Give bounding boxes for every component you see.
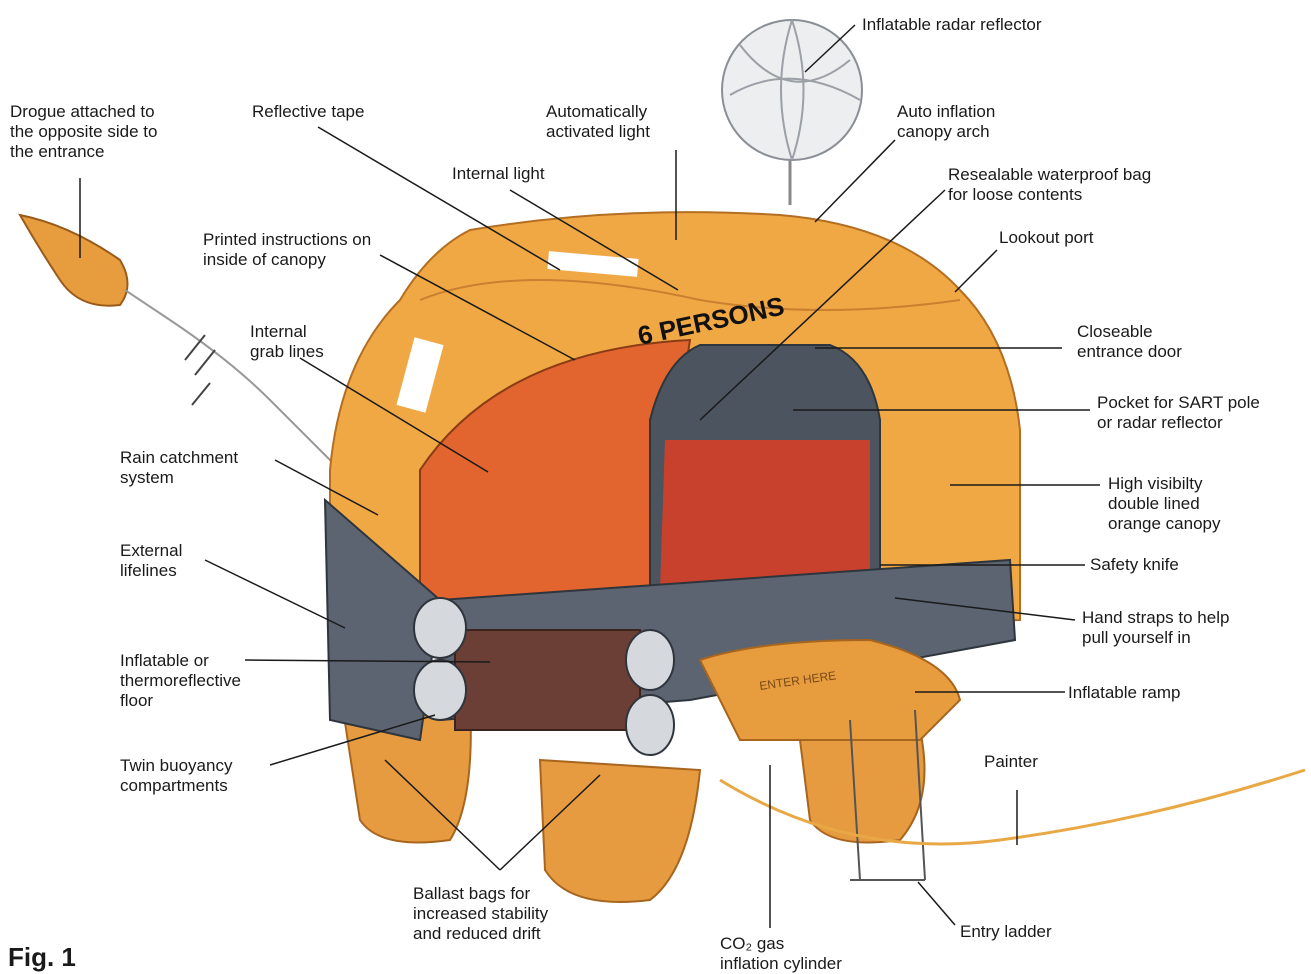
label-floor: Inflatable or thermoreflective floor [120,651,241,711]
label-external-lifelines: External lifelines [120,541,182,581]
radar-reflector-balloon [722,20,862,205]
label-canopy-arch: Auto inflation canopy arch [897,102,995,142]
label-hand-straps: Hand straps to help pull yourself in [1082,608,1229,648]
label-reflective-tape: Reflective tape [252,102,364,122]
label-auto-light: Automatically activated light [546,102,650,142]
label-sart-pocket: Pocket for SART pole or radar reflector [1097,393,1260,433]
label-twin-buoyancy: Twin buoyancy compartments [120,756,232,796]
label-rain-catchment: Rain catchment system [120,448,238,488]
label-safety-knife: Safety knife [1090,555,1179,575]
label-ladder: Entry ladder [960,922,1052,942]
figure-label: Fig. 1 [8,942,76,973]
label-drogue: Drogue attached to the opposite side to … [10,102,157,162]
label-radar-reflector: Inflatable radar reflector [862,15,1042,35]
label-entrance-door: Closeable entrance door [1077,322,1182,362]
label-canopy: High visibilty double lined orange canop… [1108,474,1220,534]
label-co2: CO₂ gas inflation cylinder [720,934,842,974]
label-painter: Painter [984,752,1038,772]
label-lookout-port: Lookout port [999,228,1094,248]
label-instructions: Printed instructions on inside of canopy [203,230,371,270]
label-ramp: Inflatable ramp [1068,683,1180,703]
label-waterproof-bag: Resealable waterproof bag for loose cont… [948,165,1151,205]
label-ballast: Ballast bags for increased stability and… [413,884,548,944]
label-grab-lines: Internal grab lines [250,322,324,362]
label-internal-light: Internal light [452,164,545,184]
